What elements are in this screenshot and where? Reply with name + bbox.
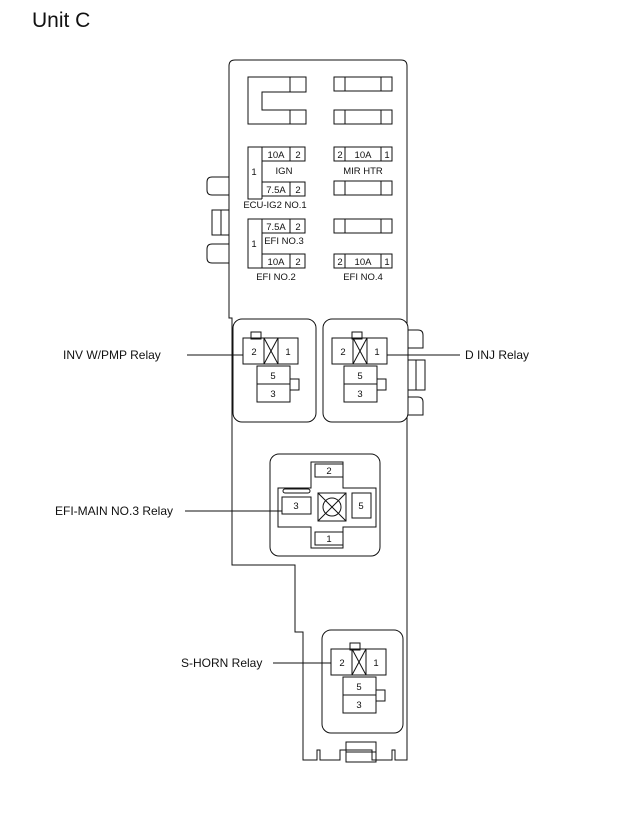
- relay-shorn-pin-1: 1: [373, 658, 378, 669]
- fuse-efi4-rating: 10A: [355, 257, 373, 268]
- relay-dinj-pin-5: 5: [357, 371, 362, 382]
- relay-shorn-pin-2: 2: [339, 658, 344, 669]
- fuse-block-ign-ecu: 10A 2 1 IGN 7.5A 2 ECU-IG2 NO.1: [243, 146, 307, 211]
- fuse-ign-rating: 10A: [268, 150, 286, 161]
- blank-fuse-slot-2: [333, 109, 393, 125]
- blank-fuse-slot-4: [333, 218, 393, 234]
- relay-d-inj: 2 1 5 3: [322, 318, 409, 423]
- blank-fuse-slot-1: [333, 76, 393, 92]
- relay-inv-wpmp: 2 1 5 3: [232, 318, 317, 423]
- label-s-horn-relay: S-HORN Relay: [181, 656, 262, 670]
- relay-dinj-pin-1: 1: [374, 347, 379, 358]
- fuse-ecu-ig2-name: ECU-IG2 NO.1: [243, 200, 306, 211]
- relay-efi-main-no3: 2 3 5 1: [269, 453, 381, 557]
- fuse-efi2-name: EFI NO.2: [256, 272, 296, 283]
- relay-dinj-pin-3: 3: [357, 389, 362, 400]
- fuse-efi3-pin-b: 2: [295, 222, 300, 233]
- fuse-ign-pin-a: 1: [251, 167, 256, 178]
- fuse-efi3-name: EFI NO.3: [264, 236, 304, 247]
- relay-shorn-pin-3: 3: [356, 700, 361, 711]
- fuse-efi4-pin-a: 2: [337, 257, 342, 268]
- relay-s-horn: 2 1 5 3: [321, 629, 404, 734]
- right-side-clips: [407, 329, 426, 416]
- fuse-ecu-ig2-pin-b: 2: [295, 185, 300, 196]
- fuse-ign-name: IGN: [276, 166, 293, 177]
- relay-efimain-pin-5: 5: [358, 501, 363, 512]
- fuse-mir-htr-pin-a: 2: [337, 150, 342, 161]
- fuse-efi3-rating: 7.5A: [266, 222, 286, 233]
- fuse-mir-htr-name: MIR HTR: [343, 166, 383, 177]
- page-title: Unit C: [32, 9, 91, 32]
- fuse-mir-htr-rating: 10A: [355, 150, 373, 161]
- fuse-block-efi3-efi2: 7.5A 2 1 EFI NO.3 10A 2 EFI NO.2: [247, 218, 306, 283]
- fuse-efi2-pin-b: 2: [295, 257, 300, 268]
- blank-fuse-slot-3: [333, 180, 393, 196]
- relay-efimain-pin-1: 1: [326, 534, 331, 545]
- fuse-efi4-pin-b: 1: [384, 257, 389, 268]
- label-d-inj-relay: D INJ Relay: [465, 348, 529, 362]
- label-efi-main-no3-relay: EFI-MAIN NO.3 Relay: [55, 504, 173, 518]
- fuse-efi4-name: EFI NO.4: [343, 272, 383, 283]
- relay-inv-pin-5: 5: [270, 371, 275, 382]
- fuse-efi4: 2 10A 1 EFI NO.4: [333, 253, 393, 283]
- fuse-ign-pin-b: 2: [295, 150, 300, 161]
- label-inv-wpmp-relay: INV W/PMP Relay: [63, 348, 161, 362]
- fuse-efi2-rating: 10A: [268, 257, 286, 268]
- relay-dinj-pin-2: 2: [340, 347, 345, 358]
- relay-inv-pin-1: 1: [285, 347, 290, 358]
- fuse-box-outline: [228, 59, 408, 761]
- e-shaped-block: [247, 76, 307, 125]
- relay-inv-pin-3: 3: [270, 389, 275, 400]
- relay-efimain-pin-3: 3: [293, 501, 298, 512]
- relay-shorn-pin-5: 5: [356, 682, 361, 693]
- fuse-efi3-pin-a: 1: [251, 239, 256, 250]
- relay-inv-pin-2: 2: [251, 347, 256, 358]
- fuse-mir-htr: 2 10A 1 MIR HTR: [333, 146, 393, 177]
- bottom-clips: [345, 741, 377, 763]
- left-side-clips: [206, 176, 229, 264]
- relay-efimain-pin-2: 2: [326, 466, 331, 477]
- fuse-mir-htr-pin-b: 1: [384, 150, 389, 161]
- fuse-ecu-ig2-rating: 7.5A: [266, 185, 286, 196]
